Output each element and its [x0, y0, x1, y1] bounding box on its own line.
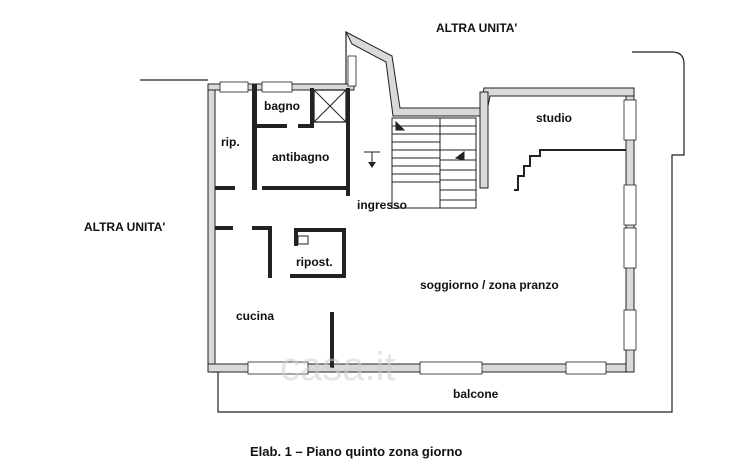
label-cucina: cucina [236, 309, 274, 323]
staircase [391, 117, 477, 209]
label-ripost: ripost. [296, 255, 333, 269]
elevator-shaft [313, 89, 347, 123]
windows-bottom [247, 361, 607, 375]
label-antibagno: antibagno [272, 150, 329, 164]
balcony-outline [212, 51, 685, 413]
entry-arrow-icon [364, 151, 380, 168]
plan-caption: Elab. 1 – Piano quinto zona giorno [250, 444, 462, 459]
interior-walls [215, 84, 350, 368]
studio-partition [514, 149, 626, 191]
label-soggiorno: soggiorno / zona pranzo [420, 278, 559, 292]
windows-top [219, 55, 357, 93]
label-rip: rip. [221, 135, 240, 149]
label-altra-unita-left: ALTRA UNITA' [84, 220, 165, 234]
windows-right [623, 99, 637, 351]
ripostiglio-closet [290, 228, 346, 278]
label-altra-unita-top: ALTRA UNITA' [436, 21, 517, 35]
label-balcone: balcone [453, 387, 499, 401]
label-ingresso: ingresso [357, 198, 407, 212]
label-bagno: bagno [264, 99, 300, 113]
label-studio: studio [536, 111, 572, 125]
watermark: casa.it [280, 345, 396, 389]
